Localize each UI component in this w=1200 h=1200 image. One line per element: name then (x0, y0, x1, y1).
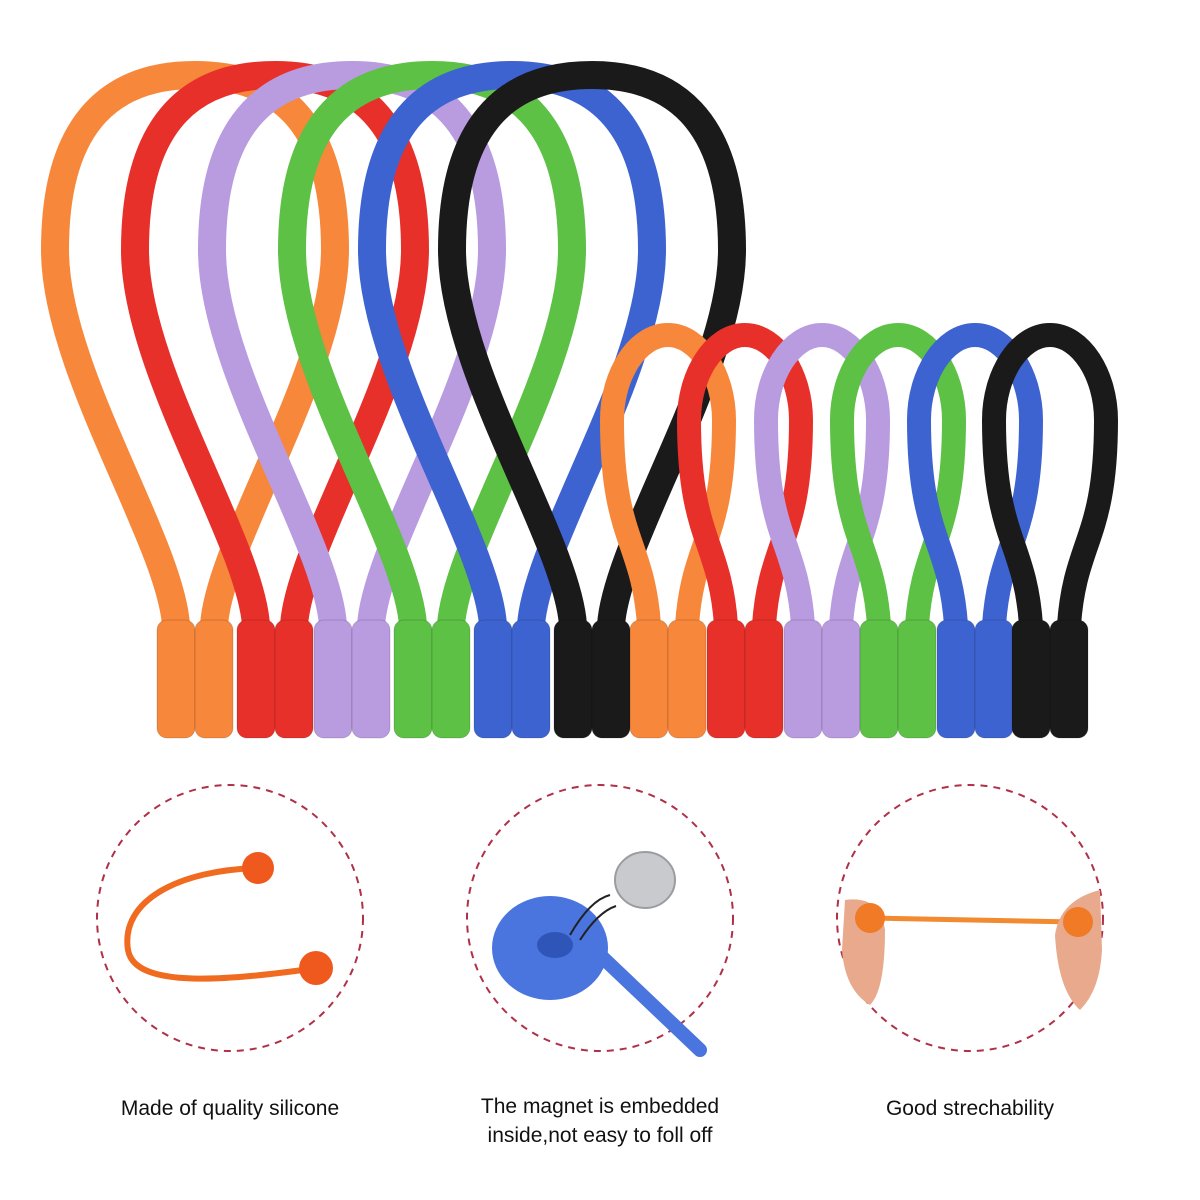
magnet-cap (897, 619, 937, 739)
magnet-cap (706, 619, 746, 739)
magnet-cap (156, 619, 196, 739)
small-cable-tie (829, 322, 967, 739)
embedded-magnet-icon (492, 851, 707, 1057)
small-cable-tie (676, 322, 814, 739)
small-cable-tie (599, 322, 737, 739)
small-cable-tie (753, 322, 891, 739)
feature-silicone (96, 784, 364, 1052)
magnet-cap (236, 619, 276, 739)
caption-line: Made of quality silicone (120, 1097, 340, 1120)
magnet-cap (473, 619, 513, 739)
magnet-cap (274, 619, 314, 739)
magnet-cap (936, 619, 976, 739)
magnet-cap (821, 619, 861, 739)
large-cable-tie (120, 60, 430, 739)
small-cable-tie (906, 322, 1044, 739)
magnet-cap (351, 619, 391, 739)
large-cable-tie (40, 60, 350, 739)
large-cable-tie (197, 60, 507, 739)
magnet-cap (629, 619, 669, 739)
feature-caption-silicone: Made of quality silicone (60, 1094, 400, 1123)
feature-stretch (836, 784, 1104, 1052)
magnet-cap (313, 619, 353, 739)
magnet-cap (859, 619, 899, 739)
magnet-cap (783, 619, 823, 739)
magnet-cap (667, 619, 707, 739)
stretch-hands-icon (842, 890, 1102, 1010)
feature-caption-stretch: Good strechability (800, 1094, 1140, 1123)
magnet-cap (431, 619, 471, 739)
dashed-circle (836, 784, 1104, 1052)
caption-line: Good strechability (885, 1097, 1055, 1120)
magnet-cap (511, 619, 551, 739)
large-cable-tie (277, 60, 587, 739)
magnet-cap (194, 619, 234, 739)
dashed-circle (466, 784, 734, 1052)
caption-line: The magnet is embedded (480, 1095, 720, 1118)
feature-caption-magnet: The magnet is embedded inside,not easy t… (430, 1092, 770, 1150)
cable-ties-group (40, 60, 1119, 739)
magnet-cap (1011, 619, 1051, 739)
dashed-circle (96, 784, 364, 1052)
caption-line: inside,not easy to foll off (487, 1124, 713, 1147)
magnet-cap (974, 619, 1014, 739)
feature-magnet (466, 784, 734, 1057)
magnet-cap (744, 619, 784, 739)
magnet-cap (1049, 619, 1089, 739)
magnet-cap (553, 619, 593, 739)
silicone-tie-icon (124, 852, 333, 985)
magnet-cap (591, 619, 631, 739)
small-cable-tie (981, 322, 1119, 739)
magnet-cap (393, 619, 433, 739)
